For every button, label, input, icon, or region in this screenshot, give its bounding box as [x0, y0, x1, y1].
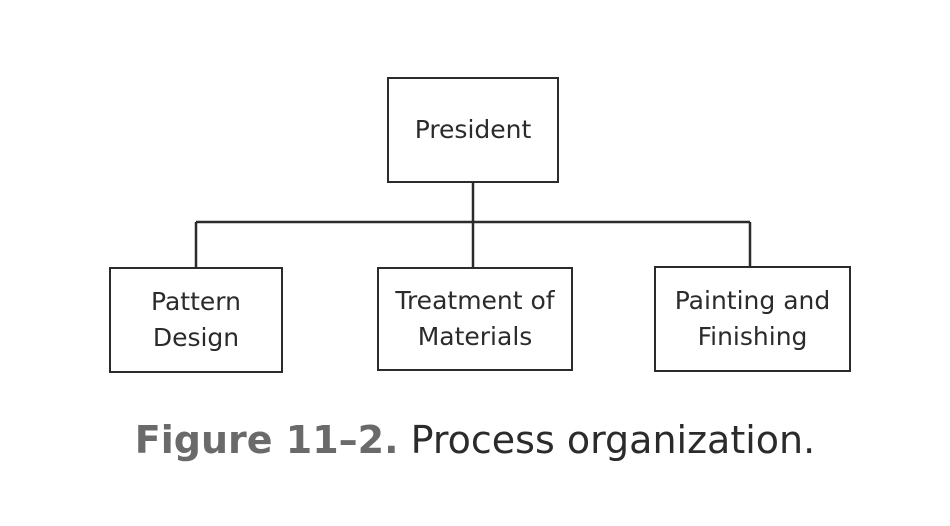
figure-label: Figure 11–2.: [134, 418, 399, 462]
node-painting-line-1: Painting and: [674, 286, 831, 315]
node-pattern-design-line-1: Pattern: [151, 287, 241, 316]
node-treatment-line-1: Treatment of: [395, 286, 555, 315]
node-treatment-of-materials: Treatment of Materials: [377, 267, 573, 371]
figure-caption: Figure 11–2. Process organization.: [0, 414, 950, 466]
node-painting-and-finishing: Painting and Finishing: [654, 266, 851, 372]
node-president-line-1: President: [414, 115, 532, 144]
node-pattern-design-line-2: Design: [152, 323, 240, 352]
figure-caption-text: Process organization.: [410, 418, 816, 462]
node-treatment-line-2: Materials: [417, 322, 533, 351]
node-president: President: [387, 77, 559, 183]
node-pattern-design: Pattern Design: [109, 267, 283, 373]
node-painting-line-2: Finishing: [697, 322, 808, 351]
